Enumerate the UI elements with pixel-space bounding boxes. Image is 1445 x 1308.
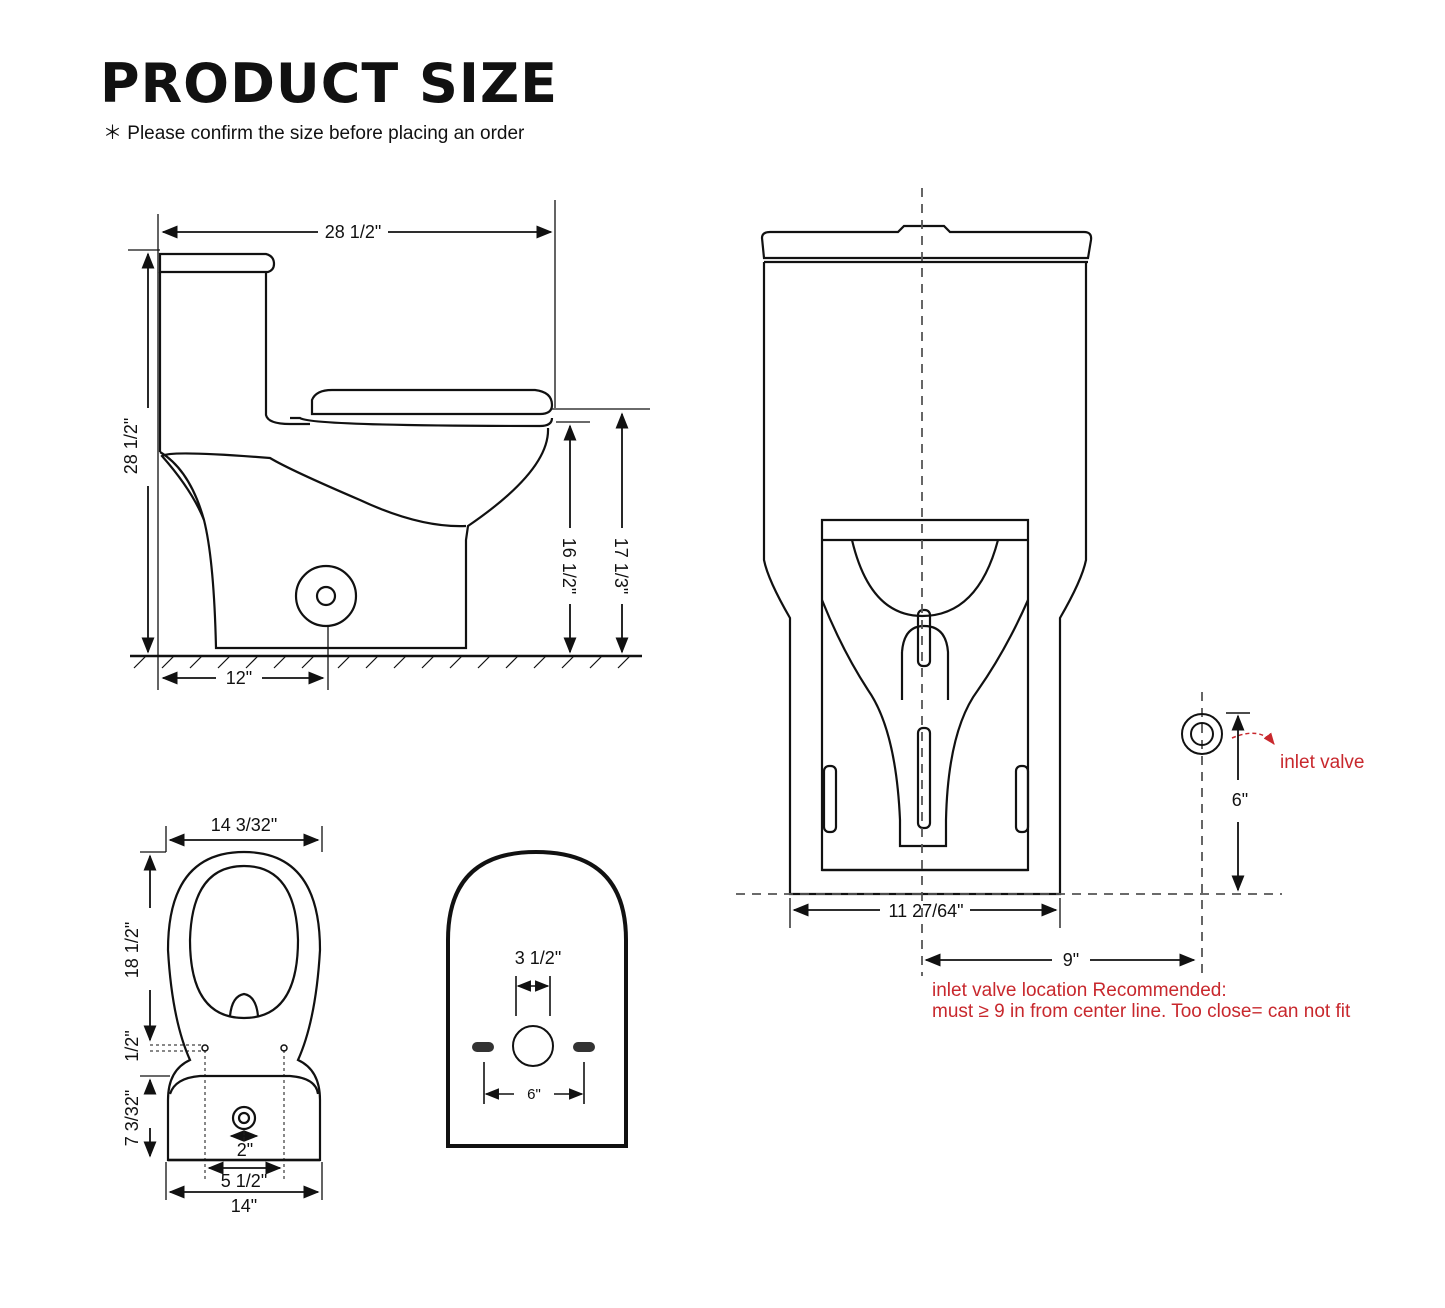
base-width-label: 14"	[231, 1196, 257, 1216]
rough-in-label: 12"	[226, 668, 252, 688]
right-bolt-slot	[573, 1042, 595, 1052]
inlet-height-label: 6"	[1232, 790, 1248, 810]
page-subtitle: ＊ Please confirm the size before placing…	[103, 123, 525, 144]
footprint-view	[446, 849, 628, 1148]
left-recess	[822, 764, 838, 834]
inlet-note-line1: inlet valve location Recommended:	[932, 980, 1227, 1001]
bowl-height-label: 16 1/2"	[559, 538, 579, 594]
footprint-bolt-spacing-label: 6"	[527, 1086, 541, 1103]
outlet-circle	[294, 564, 358, 628]
rear-depth-label: 7 3/32"	[122, 1090, 142, 1146]
front-dims	[789, 714, 1245, 967]
inlet-valve-label: inlet valve	[1280, 752, 1365, 773]
tank-width-label: 14 3/32"	[211, 815, 277, 835]
bowl-opening	[188, 864, 300, 1020]
inlet-valve	[1181, 712, 1250, 755]
bowl-length-label: 18 1/2"	[122, 922, 142, 978]
tank-lid	[158, 252, 276, 274]
top-view	[140, 826, 323, 1200]
front-tank-lid	[760, 224, 1093, 260]
inlet-offset-label: 9"	[1063, 950, 1079, 970]
side-view	[128, 200, 650, 690]
front-base-width-label: 11 27/64"	[888, 901, 963, 921]
inlet-pointer	[1231, 732, 1275, 745]
side-length-label: 28 1/2"	[325, 222, 381, 242]
seat-lid	[310, 388, 554, 416]
side-height-label: 28 1/2"	[121, 418, 141, 474]
bolt-spacing-label: 5 1/2"	[221, 1171, 267, 1191]
right-recess	[1014, 764, 1030, 834]
outlet-label: 2"	[237, 1140, 253, 1160]
left-bolt-slot	[472, 1042, 494, 1052]
seat-height-label: 17 1/3"	[611, 538, 631, 594]
page-title: PRODUCT SIZE	[100, 52, 559, 115]
bolt-offset-label: 1/2"	[122, 1030, 142, 1061]
front-guide-lines	[736, 188, 1282, 976]
front-view	[760, 224, 1093, 896]
front-bowl	[820, 518, 1030, 872]
outlet-diameter-label: 3 1/2"	[515, 948, 561, 968]
floor-hatch	[133, 655, 631, 669]
footprint-outline	[446, 849, 628, 1148]
front-body	[762, 262, 1088, 896]
bowl-body	[160, 427, 550, 650]
inlet-note-line2: must ≥ 9 in from center line. Too close=…	[932, 1001, 1351, 1022]
